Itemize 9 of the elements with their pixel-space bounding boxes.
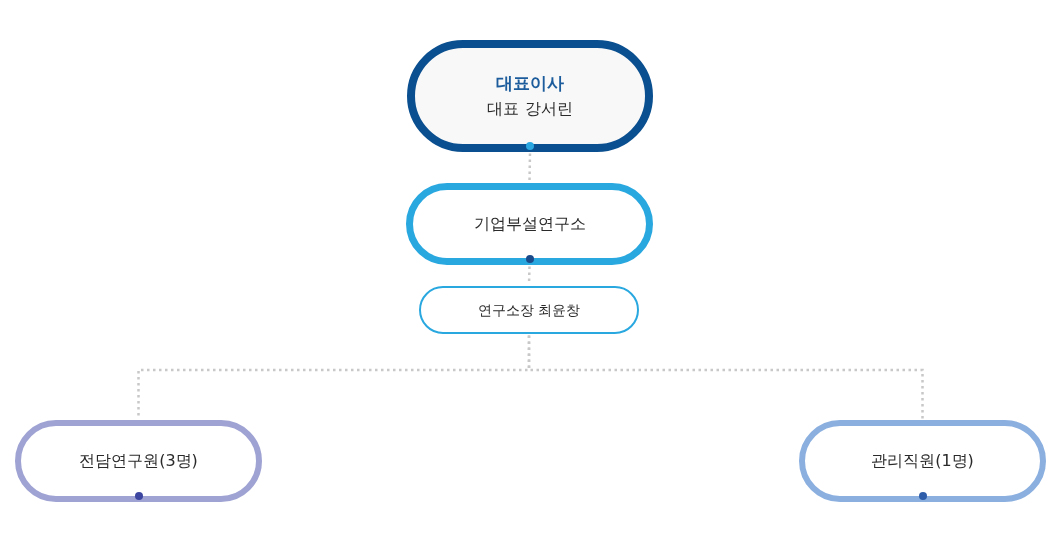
person-name: 대표 강서린 bbox=[487, 99, 573, 120]
node-label: 관리직원(1명) bbox=[871, 450, 974, 472]
connector-line bbox=[528, 153, 532, 182]
node-label: 기업부설연구소 bbox=[473, 213, 586, 235]
org-pill-box bbox=[419, 286, 639, 334]
node-label: 전담연구원(3명) bbox=[79, 450, 198, 472]
role-title: 대표이사 bbox=[496, 72, 564, 95]
node-label: 연구소장 최윤창 bbox=[477, 300, 581, 320]
connector-line bbox=[527, 335, 924, 419]
